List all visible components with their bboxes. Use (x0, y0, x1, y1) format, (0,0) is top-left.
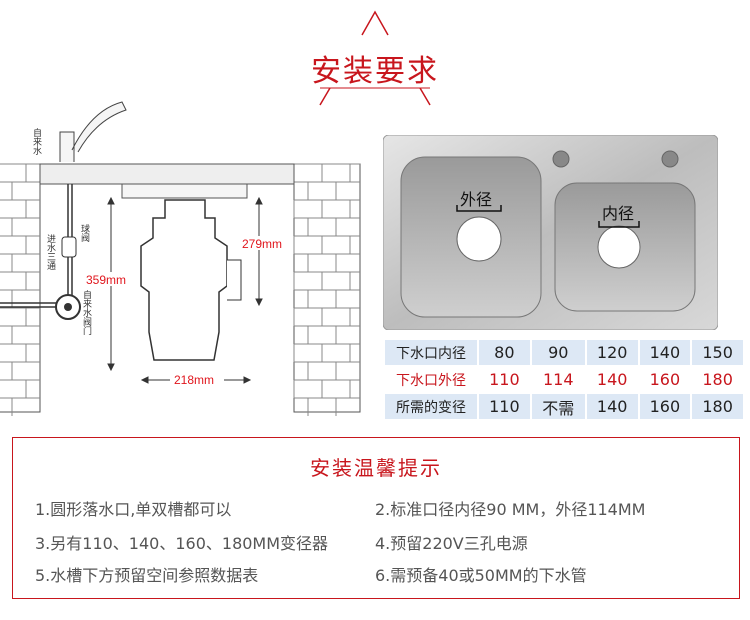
tips-box: 安装温馨提示 1.圆形落水口,单双槽都可以 2.标准口径内径90 MM，外径11… (12, 437, 740, 599)
table-cell: 160 (639, 367, 691, 392)
table-row: 下水口内径 80 90 120 140 150 (385, 340, 743, 365)
table-cell: 150 (692, 340, 743, 365)
disposer (140, 199, 228, 361)
row-header: 所需的变径 (385, 394, 477, 419)
tip-item: 1.圆形落水口,单双槽都可以 (35, 500, 232, 519)
label-water-valve: 自来水阀门 (81, 289, 92, 336)
dim-height: 359mm (86, 273, 126, 287)
table-cell: 140 (639, 340, 691, 365)
tip-item: 5.水槽下方预留空间参照数据表 (35, 566, 259, 585)
row-header: 下水口内径 (385, 340, 477, 365)
tip-item: 3.另有110、140、160、180MM变径器 (35, 534, 329, 553)
page-title: 安装要求 (311, 54, 439, 89)
pipe (0, 184, 73, 308)
label-inlet-tee: 进水三通 (45, 234, 56, 271)
tip-item: 6.需预备40或50MM的下水管 (375, 566, 587, 585)
table-cell: 114 (531, 367, 585, 392)
sink-photo: 外径 内径 (382, 134, 719, 331)
title-decoration-icon (319, 10, 431, 106)
label-tap-water: 自来水 (31, 127, 42, 155)
table-cell: 120 (586, 340, 638, 365)
dim-width: 218mm (174, 373, 214, 387)
table-row: 所需的变径 110 不需 140 160 180 (385, 394, 743, 419)
table-cell: 180 (692, 394, 743, 419)
table-cell: 160 (639, 394, 691, 419)
table-row: 下水口外径 110 114 140 160 180 (385, 367, 743, 392)
outer-diameter-label: 外径 (460, 190, 492, 209)
dim-outlet-height: 279mm (242, 237, 282, 251)
tip-item: 4.预留220V三孔电源 (375, 534, 528, 553)
countertop (39, 163, 295, 185)
faucet-icon (59, 101, 127, 162)
header: 安装要求 (0, 0, 750, 115)
table-cell: 110 (479, 367, 530, 392)
tips-title: 安装温馨提示 (310, 456, 442, 480)
table-cell: 110 (479, 394, 530, 419)
brick-wall-left (0, 163, 41, 413)
table-cell: 80 (479, 340, 530, 365)
table-cell: 140 (586, 394, 638, 419)
table-cell: 不需 (531, 394, 585, 419)
label-ball-valve: 球阀 (79, 223, 90, 243)
row-header: 下水口外径 (385, 367, 477, 392)
inner-diameter-label: 内径 (602, 204, 634, 223)
table-cell: 90 (531, 340, 585, 365)
table-cell: 180 (692, 367, 743, 392)
spec-table: 下水口内径 80 90 120 140 150 下水口外径 110 114 14… (383, 338, 745, 421)
installation-diagram: 自来水 球阀 进水三通 自来水阀门 359mm 279mm 218mm (0, 100, 370, 420)
table-cell: 140 (586, 367, 638, 392)
tip-item: 2.标准口径内径90 MM，外径114MM (375, 500, 646, 519)
